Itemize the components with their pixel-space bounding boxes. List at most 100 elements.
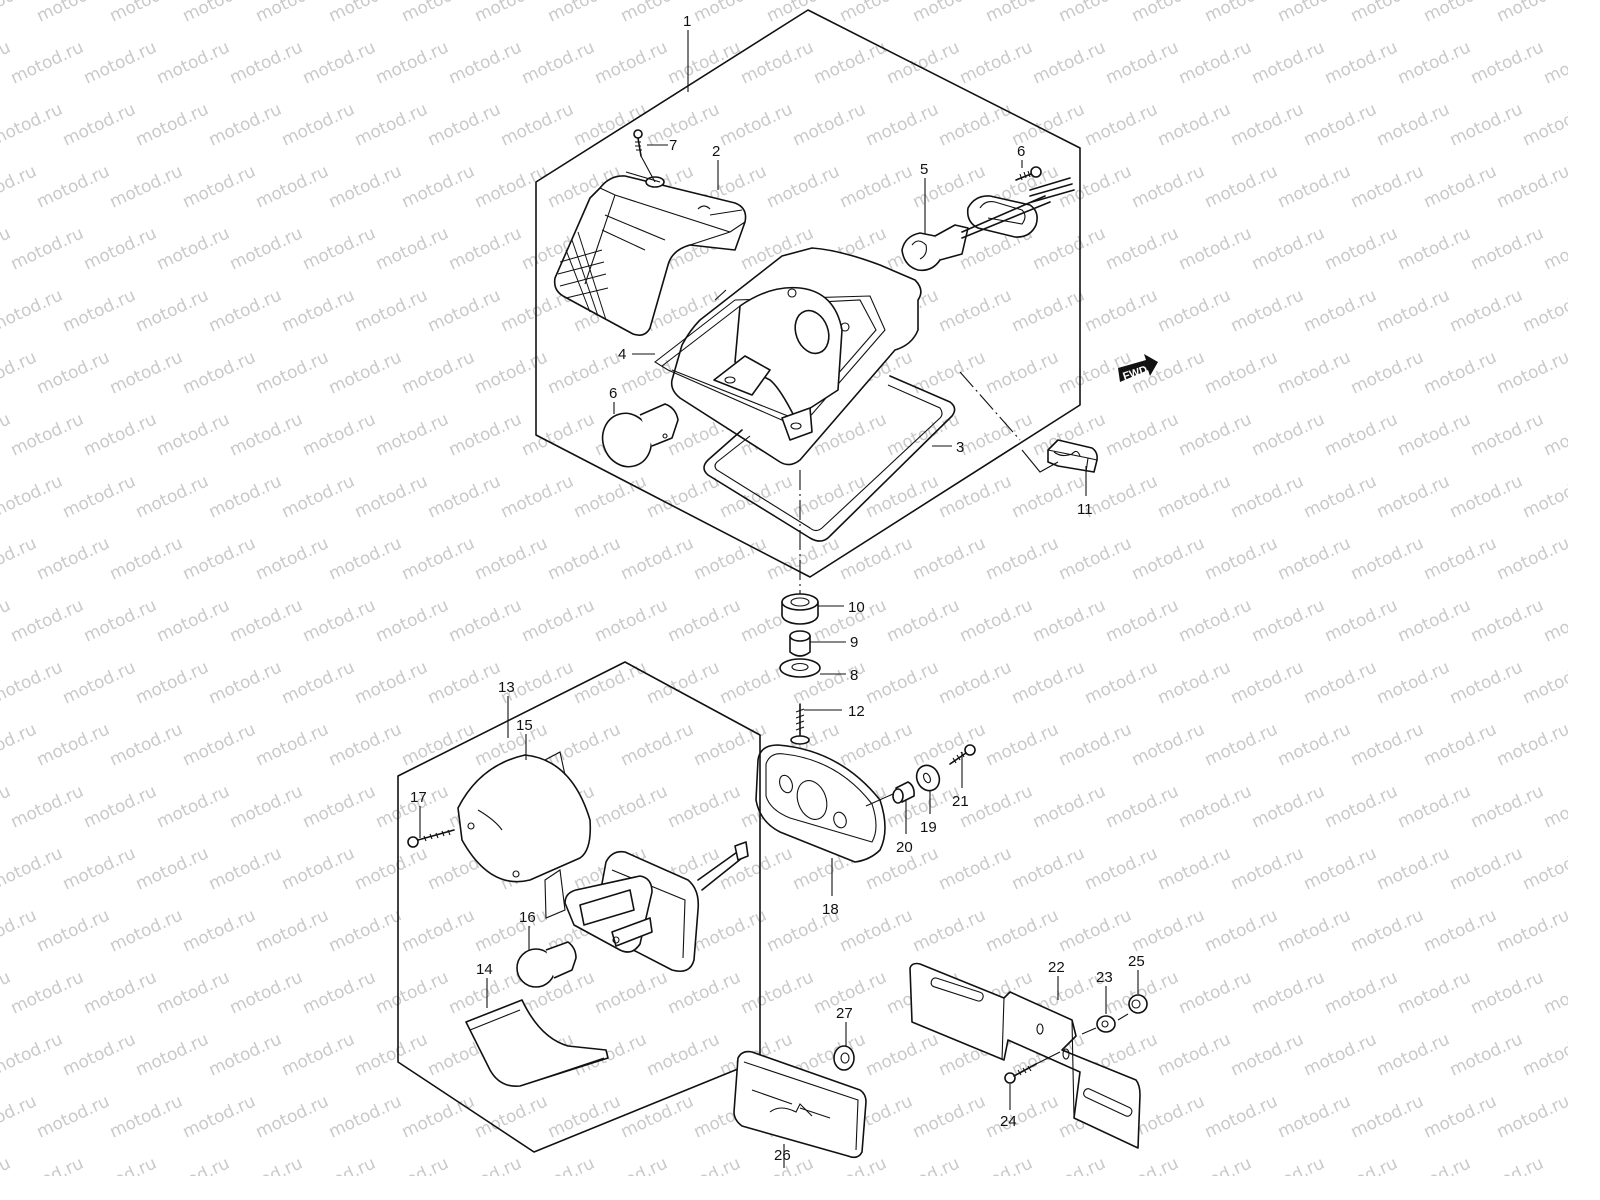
part-screw-21[interactable] — [949, 744, 976, 765]
watermark-text: motod.ru — [837, 533, 916, 584]
part-collar-9[interactable] — [789, 630, 811, 657]
watermark-text: motod.ru — [1520, 285, 1568, 336]
watermark-text: motod.ru — [34, 347, 113, 398]
part-reflector[interactable] — [733, 1050, 867, 1159]
part-washer-23[interactable] — [1081, 1013, 1129, 1035]
watermark-text: motod.ru — [81, 37, 160, 88]
part-cover-15[interactable] — [457, 751, 592, 883]
watermark-text: motod.ru — [1249, 409, 1328, 460]
watermark-text: motod.ru — [1056, 719, 1135, 770]
watermark-text: motod.ru — [1348, 347, 1427, 398]
part-housing[interactable] — [654, 247, 922, 466]
callout-4: 4 — [618, 346, 626, 363]
watermark-text: motod.ru — [983, 0, 1062, 27]
watermark-text: motod.ru — [227, 595, 306, 646]
watermark-text: motod.ru — [472, 161, 551, 212]
watermark-text: motod.ru — [1395, 967, 1474, 1018]
watermark-text: motod.ru — [1103, 781, 1182, 832]
watermark-text: motod.ru — [180, 347, 259, 398]
watermark-text: motod.ru — [936, 99, 1015, 150]
part-socket-assembly[interactable] — [544, 841, 749, 973]
part-cushion[interactable] — [781, 593, 819, 625]
part-clip[interactable] — [1021, 439, 1098, 473]
part-bulb-16[interactable] — [516, 941, 577, 988]
watermark-text: motod.ru — [957, 37, 1036, 88]
watermark-text: motod.ru — [133, 471, 212, 522]
part-gasket[interactable] — [703, 375, 956, 542]
watermark-text: motod.ru — [180, 905, 259, 956]
watermark-text: motod.ru — [0, 1091, 40, 1142]
watermark-text: motod.ru — [1322, 781, 1401, 832]
callout-5: 5 — [920, 161, 928, 178]
watermark-text: motod.ru — [326, 533, 405, 584]
part-washer-19[interactable] — [913, 762, 944, 795]
part-bracket[interactable] — [909, 962, 1141, 1149]
watermark-text: motod.ru — [34, 719, 113, 770]
part-screw-12[interactable] — [790, 703, 810, 745]
part-nut-25[interactable] — [1128, 994, 1148, 1014]
callout-7: 7 — [669, 137, 677, 154]
watermark-text: motod.ru — [1202, 0, 1281, 27]
watermark-text: motod.ru — [519, 37, 598, 88]
watermark-text: motod.ru — [1176, 781, 1255, 832]
part-collar-20[interactable] — [865, 781, 915, 807]
watermark-text: motod.ru — [1374, 1029, 1453, 1080]
callout-leaders — [419, 30, 1139, 1168]
watermark-text: motod.ru — [1447, 285, 1526, 336]
watermark-text: motod.ru — [837, 719, 916, 770]
watermark-text: motod.ru — [1395, 595, 1474, 646]
watermark-text: motod.ru — [1395, 1153, 1474, 1176]
watermark-text: motod.ru — [107, 0, 186, 27]
part-gasket-18[interactable] — [755, 744, 886, 863]
part-screw-7[interactable] — [633, 129, 656, 183]
watermark-text: motod.ru — [0, 471, 66, 522]
watermark-text: motod.ru — [425, 285, 504, 336]
watermark-text: motod.ru — [352, 99, 431, 150]
watermark-text: motod.ru — [279, 843, 358, 894]
callout-24: 24 — [1000, 1113, 1017, 1130]
watermark-text: motod.ru — [1056, 0, 1135, 27]
watermark-text: motod.ru — [253, 347, 332, 398]
watermark-text: motod.ru — [983, 905, 1062, 956]
part-lens[interactable] — [553, 171, 747, 336]
watermark-text: motod.ru — [1009, 843, 1088, 894]
watermark-text: motod.ru — [472, 0, 551, 27]
watermark-text: motod.ru — [545, 0, 624, 27]
watermark-text: motod.ru — [644, 1029, 723, 1080]
watermark-text: motod.ru — [0, 1153, 14, 1176]
part-screw-6[interactable] — [1015, 166, 1042, 181]
part-lens-14[interactable] — [465, 999, 609, 1087]
watermark-text: motod.ru — [0, 1029, 66, 1080]
watermark-text: motod.ru — [1030, 781, 1109, 832]
callout-10: 10 — [848, 599, 865, 616]
watermark-text: motod.ru — [279, 1029, 358, 1080]
watermark-text: motod.ru — [446, 409, 525, 460]
watermark-text: motod.ru — [472, 347, 551, 398]
watermark-text: motod.ru — [1541, 595, 1568, 646]
watermark-text: motod.ru — [1322, 37, 1401, 88]
watermark-text: motod.ru — [300, 1153, 379, 1176]
watermark-text: motod.ru — [206, 1029, 285, 1080]
callout-15: 15 — [516, 717, 533, 734]
watermark-text: motod.ru — [1468, 1153, 1547, 1176]
watermark-text: motod.ru — [1421, 533, 1500, 584]
watermark-text: motod.ru — [1301, 843, 1380, 894]
watermark-text: motod.ru — [1567, 0, 1568, 27]
watermark-text: motod.ru — [545, 719, 624, 770]
watermark-text: motod.ru — [300, 223, 379, 274]
part-screw-24[interactable] — [1004, 1051, 1061, 1084]
watermark-text: motod.ru — [618, 533, 697, 584]
watermark-text: motod.ru — [352, 657, 431, 708]
watermark-text: motod.ru — [154, 1153, 233, 1176]
watermark-text: motod.ru — [253, 1091, 332, 1142]
part-socket[interactable] — [901, 177, 1075, 272]
part-nut-27[interactable] — [833, 1045, 855, 1071]
watermark-text: motod.ru — [1494, 347, 1568, 398]
watermark-text: motod.ru — [107, 1091, 186, 1142]
part-washer-8[interactable] — [779, 658, 821, 678]
part-bulb[interactable] — [595, 403, 679, 474]
watermark-text: motod.ru — [1202, 1091, 1281, 1142]
watermark-text: motod.ru — [910, 1091, 989, 1142]
part-screw-17[interactable] — [407, 829, 455, 848]
